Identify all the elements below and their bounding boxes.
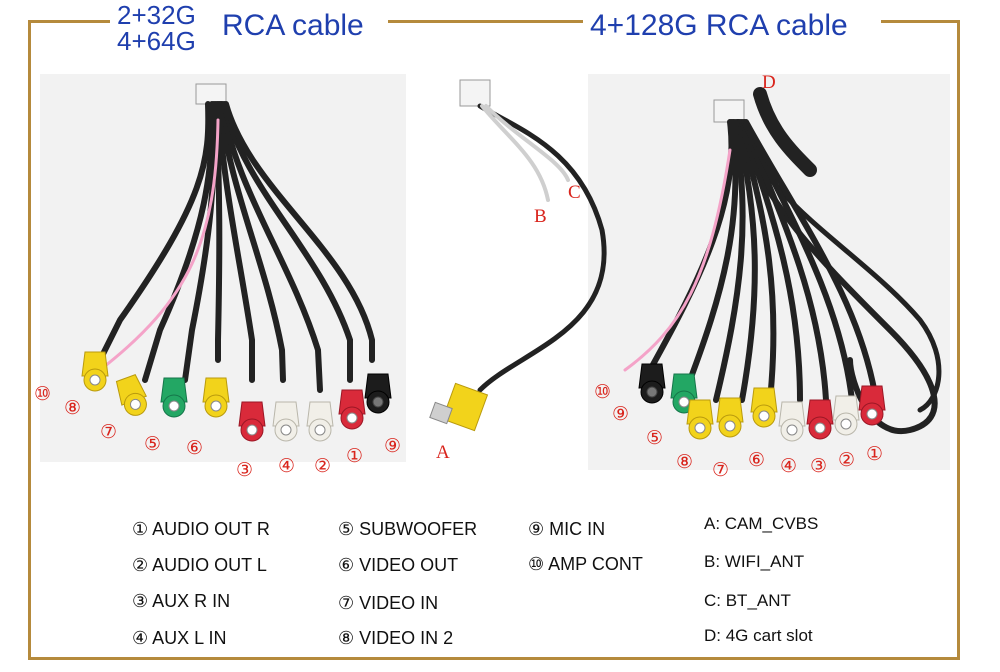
storage-label-1: 2+32G: [117, 0, 196, 30]
marker-a: A: [436, 442, 450, 463]
legend-item-video-in: ⑦ VIDEO IN: [338, 593, 439, 613]
marker-5-right: ⑤: [646, 428, 663, 449]
marker-d: D: [762, 72, 776, 93]
middle-markers: A B C: [436, 182, 581, 463]
marker-9-left: ⑨: [384, 436, 401, 457]
marker-1-right: ①: [866, 444, 883, 465]
marker-10-right: ⑩: [594, 382, 611, 403]
right-title: 4+128G RCA cable: [590, 9, 848, 42]
legend-item-video-out: ⑥ VIDEO OUT: [338, 555, 459, 575]
diagram-frame: [28, 20, 960, 660]
storage-label-2: 4+64G: [117, 26, 196, 56]
legend-item-wifi-ant: B: WIFI_ANT: [704, 552, 805, 571]
legend-item-bt-ant: C: BT_ANT: [704, 591, 791, 610]
left-markers: ⑩ ⑧ ⑦ ⑤ ⑥ ③ ④ ② ① ⑨: [34, 384, 401, 481]
right-markers: D ⑩ ⑨ ⑤ ⑧ ⑦ ⑥ ④ ③ ② ①: [594, 72, 883, 481]
right-harness: [623, 87, 942, 435]
legend-item-cam-cvbs: A: CAM_CVBS: [704, 514, 819, 533]
marker-3-left: ③: [236, 460, 253, 481]
left-title: RCA cable: [222, 9, 364, 42]
legend-item-audio-out-r: ① AUDIO OUT R: [132, 519, 270, 539]
marker-4-left: ④: [278, 456, 295, 477]
legend-item-amp-cont: ⑩ AMP CONT: [528, 554, 643, 574]
middle-cable: [429, 79, 607, 432]
marker-2-left: ②: [314, 456, 331, 477]
marker-7-left: ⑦: [100, 422, 117, 443]
marker-1-left: ①: [346, 446, 363, 467]
legend-item-aux-r-in: ③ AUX R IN: [132, 591, 231, 611]
marker-3-right: ③: [810, 456, 827, 477]
marker-b: B: [534, 206, 547, 227]
legend-item-audio-out-l: ② AUDIO OUT L: [132, 555, 267, 575]
marker-8-right: ⑧: [676, 452, 693, 473]
marker-5-left: ⑤: [144, 434, 161, 455]
marker-2-right: ②: [838, 450, 855, 471]
legend-item-subwoofer: ⑤ SUBWOOFER: [338, 519, 478, 539]
marker-4-right: ④: [780, 456, 797, 477]
marker-c: C: [568, 182, 581, 203]
title-mask-left: [110, 0, 388, 56]
title-mask-right: [583, 6, 881, 40]
left-harness: [97, 83, 375, 393]
marker-7-right: ⑦: [712, 460, 729, 481]
legend-item-aux-l-in: ④ AUX L IN: [132, 628, 227, 648]
marker-8-left: ⑧: [64, 398, 81, 419]
marker-6-right: ⑥: [748, 450, 765, 471]
marker-6-left: ⑥: [186, 438, 203, 459]
legend-item-mic-in: ⑨ MIC IN: [528, 519, 606, 539]
marker-10-left: ⑩: [34, 384, 51, 405]
marker-9-right: ⑨: [612, 404, 629, 425]
left-connectors: [81, 351, 392, 442]
legend-item-video-in-2: ⑧ VIDEO IN 2: [338, 628, 454, 648]
legend-item-4g-cart-slot: D: 4G cart slot: [704, 626, 813, 645]
